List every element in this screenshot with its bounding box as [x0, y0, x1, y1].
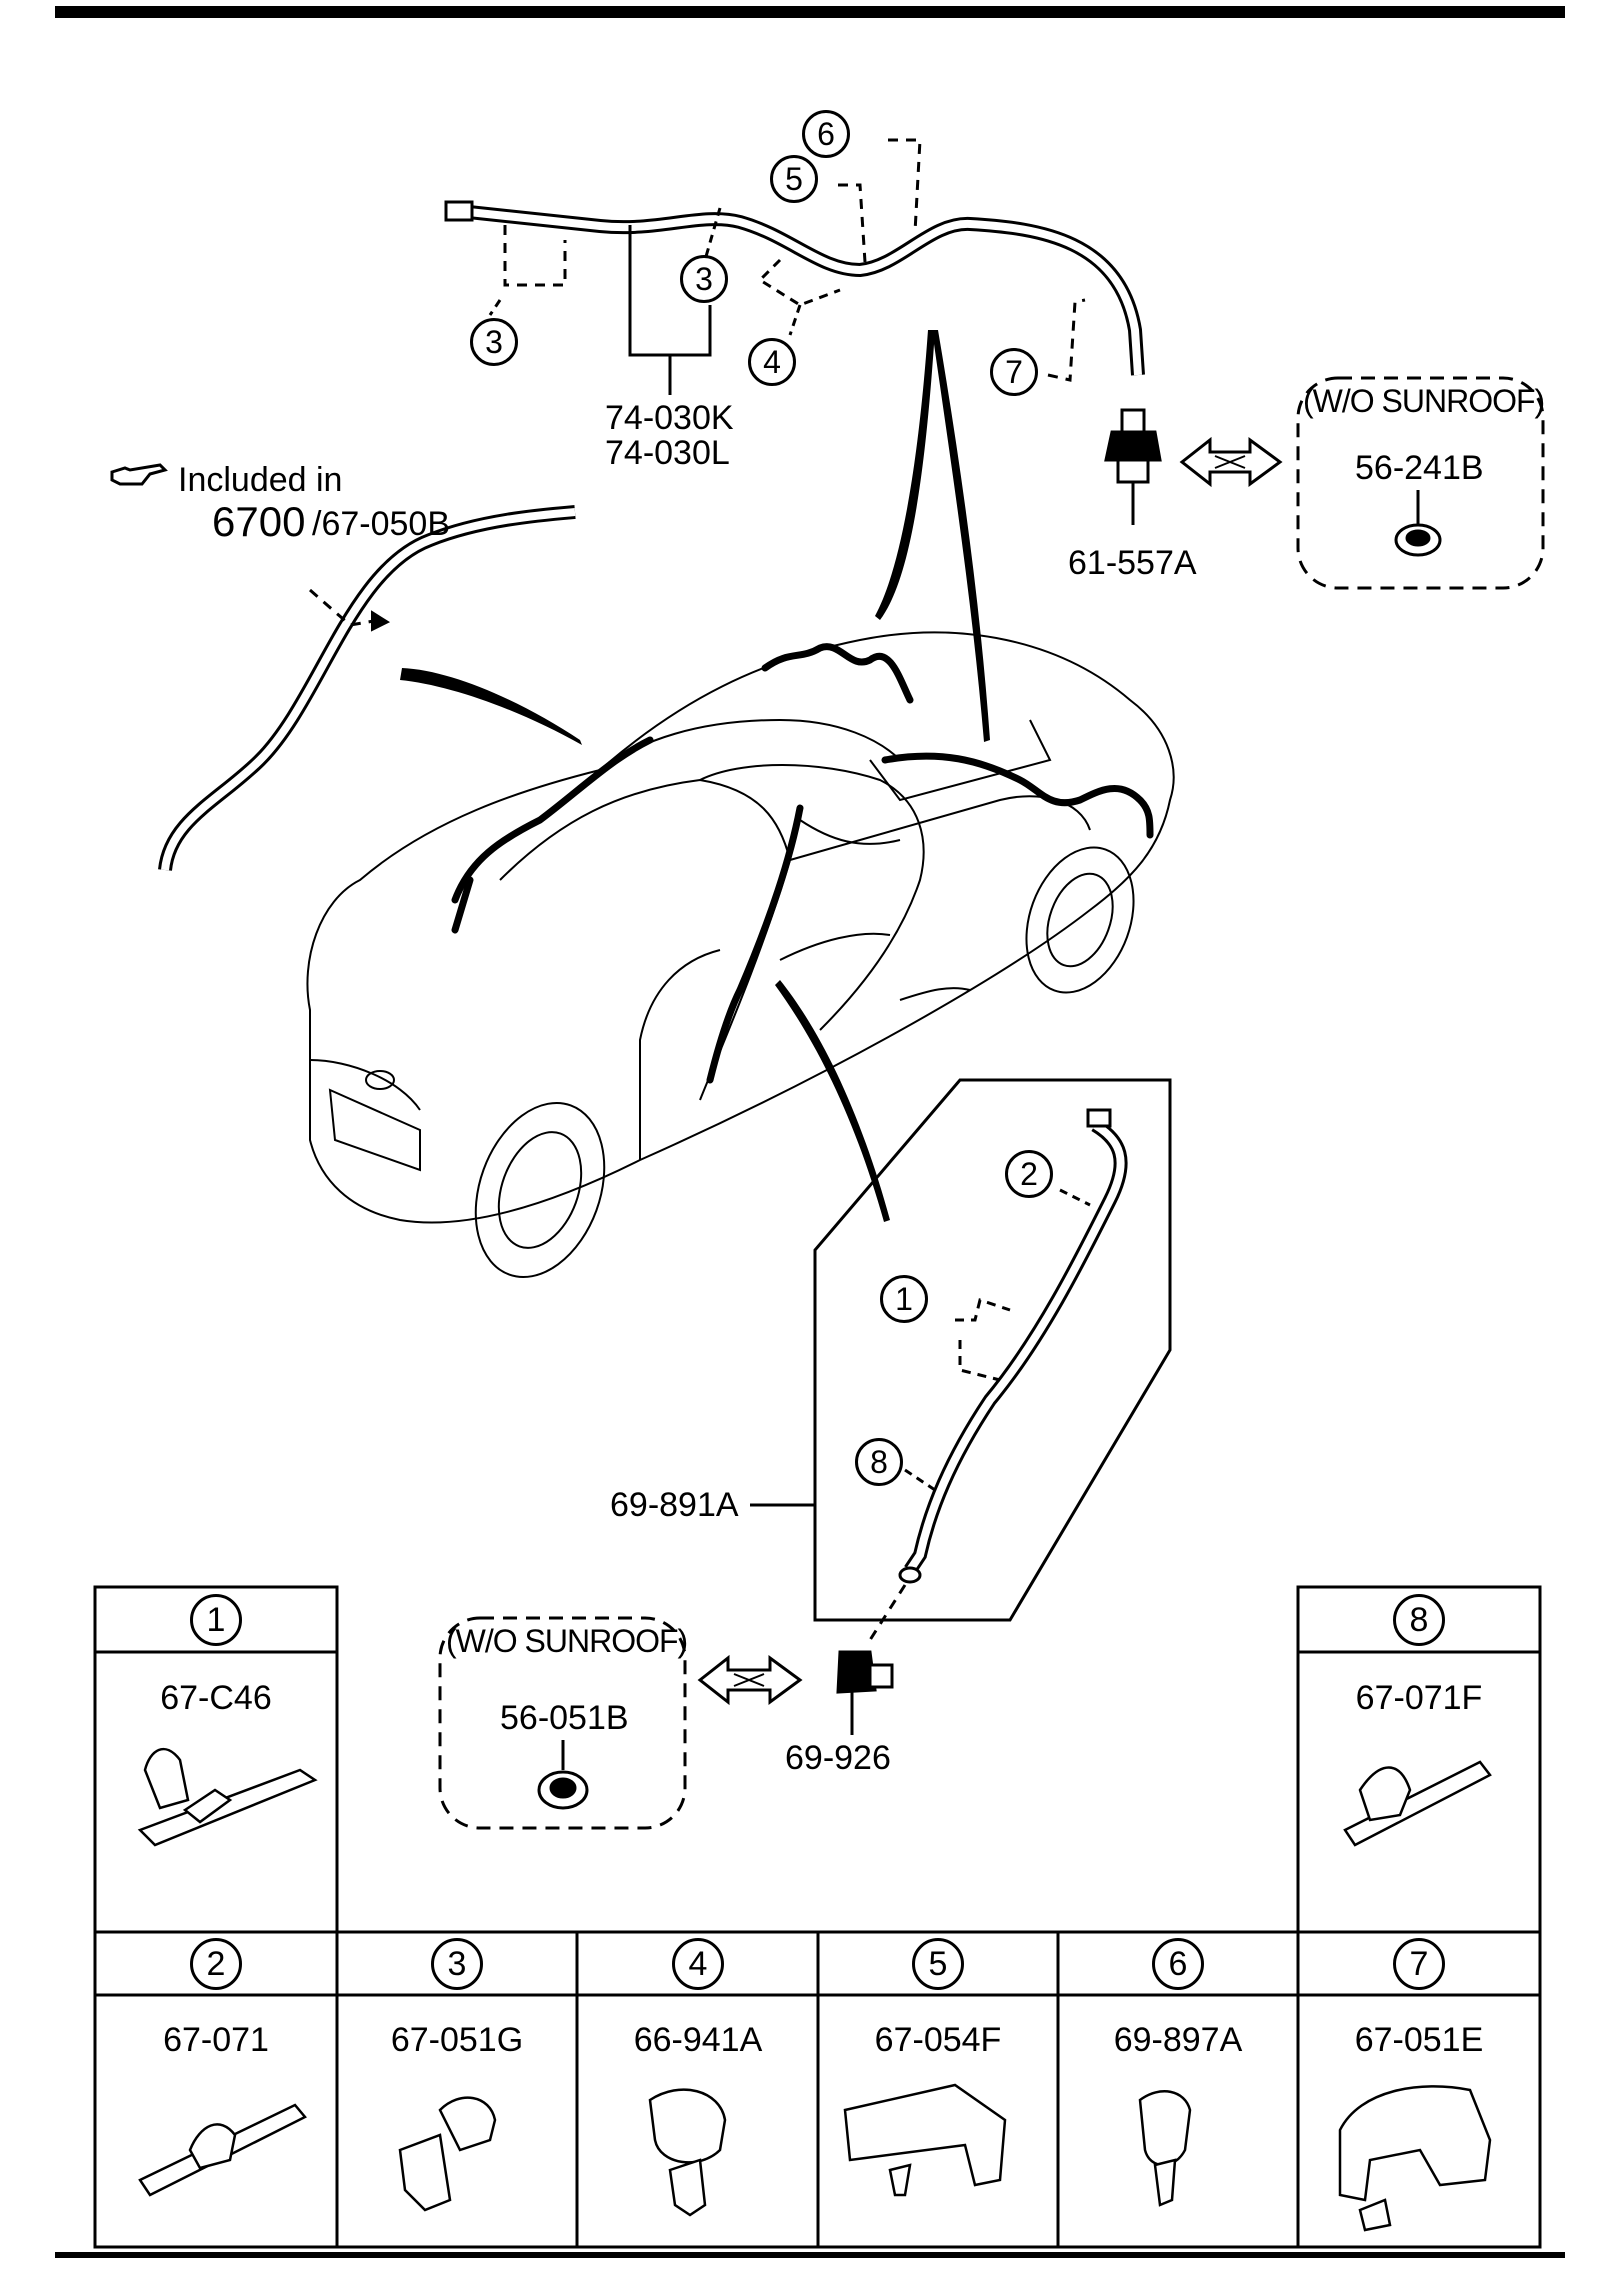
drain-plug-top — [1104, 408, 1162, 525]
drain-assembly-frame — [750, 1078, 1172, 1641]
callout-7: 7 — [990, 348, 1038, 396]
legend-part-3: 67-051G — [390, 2021, 524, 2059]
legend-num-1: 1 — [190, 1594, 242, 1646]
legend-part-5: 67-054F — [874, 2021, 1002, 2059]
grommet-bottom — [537, 1740, 589, 1810]
grommet-top — [1394, 490, 1442, 557]
bottom-rule — [55, 2252, 1565, 2258]
variant-part-top: 56-241B — [1355, 449, 1484, 487]
callout-4: 4 — [748, 338, 796, 386]
legend-num-2: 2 — [190, 1938, 242, 1990]
top-hose-assembly — [444, 138, 1145, 395]
legend-num-8: 8 — [1393, 1594, 1445, 1646]
vehicle-outline — [306, 631, 1175, 1279]
legend-part-6: 69-897A — [1113, 2021, 1243, 2059]
callout-5: 5 — [770, 155, 818, 203]
legend-num-5: 5 — [912, 1938, 964, 1990]
reference-sub: /67-050B — [312, 505, 450, 543]
callout-1: 1 — [880, 1275, 928, 1323]
vehicle-leaders — [400, 330, 990, 1222]
legend-num-4: 4 — [672, 1938, 724, 1990]
legend-part-2: 67-071 — [163, 2021, 269, 2059]
double-arrow-top — [1179, 436, 1283, 488]
variant-box-bottom — [438, 1616, 687, 1830]
legend-part-4: 66-941A — [633, 2021, 763, 2059]
legend-table-grid — [93, 1585, 1542, 2249]
clip-sketches — [137, 1747, 1492, 2232]
hose-part-number-1: 74-030K — [605, 399, 734, 437]
drain-plug-top-part: 61-557A — [1068, 544, 1197, 582]
drain-plug-bottom — [836, 1650, 894, 1735]
legend-num-7: 7 — [1393, 1938, 1445, 1990]
variant-label-top: (W/O SUNROOF) — [1303, 383, 1545, 419]
drain-plug-bottom-part: 69-926 — [785, 1739, 891, 1777]
variant-box-top — [1296, 376, 1545, 590]
variant-label-bottom: (W/O SUNROOF) — [446, 1623, 688, 1659]
callout-6: 6 — [802, 110, 850, 158]
double-arrow-bottom — [697, 1654, 803, 1706]
legend-num-3: 3 — [431, 1938, 483, 1990]
callout-8: 8 — [855, 1438, 903, 1486]
callout-3b: 3 — [470, 318, 518, 366]
included-in-text: Included in — [178, 461, 343, 499]
vehicle-hose-routing — [451, 643, 1154, 1084]
legend-part-7: 67-051E — [1354, 2021, 1484, 2059]
pointing-hand-icon — [110, 463, 168, 486]
legend-num-6: 6 — [1152, 1938, 1204, 1990]
hose-part-number-2: 74-030L — [605, 434, 730, 472]
reference-main: 6700 — [212, 498, 306, 545]
front-hose-loose — [158, 505, 576, 872]
top-rule — [55, 6, 1565, 18]
legend-part-8: 67-071F — [1355, 1679, 1483, 1717]
callout-2: 2 — [1005, 1150, 1053, 1198]
drain-assembly-part: 69-891A — [610, 1486, 739, 1524]
callout-3a: 3 — [680, 255, 728, 303]
variant-part-bottom: 56-051B — [500, 1699, 629, 1737]
legend-part-1: 67-C46 — [160, 1679, 272, 1717]
